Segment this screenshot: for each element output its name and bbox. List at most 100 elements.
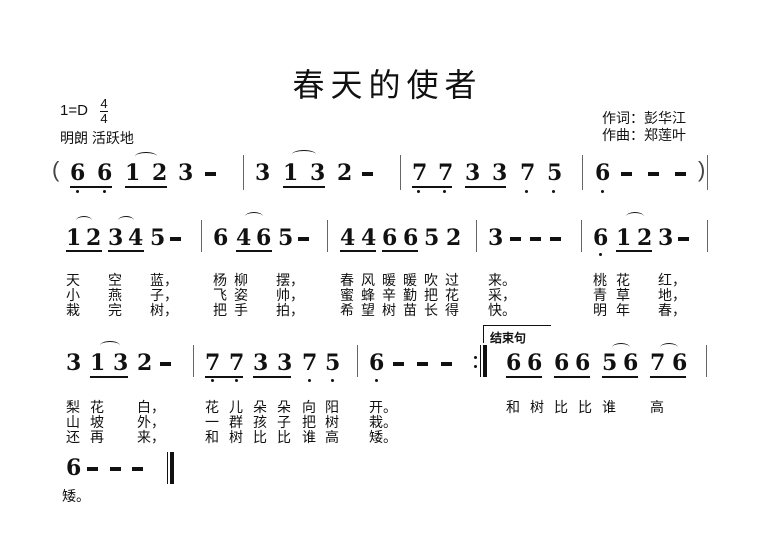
- ending-bracket-top: [483, 325, 551, 326]
- repeat-thin-bar: [480, 345, 481, 377]
- ending-label: 结束句: [490, 331, 527, 345]
- note: 7: [520, 160, 536, 186]
- note: 3: [492, 160, 508, 186]
- note: 3: [66, 350, 82, 376]
- lyricist: 作词：彭华江: [602, 110, 686, 126]
- lyrics-verse-2: 山坡外，一群孩子把树栽。: [66, 415, 397, 431]
- underline: [236, 250, 272, 252]
- note: 6: [672, 350, 688, 376]
- note: 3: [253, 350, 269, 376]
- dash: [417, 362, 428, 366]
- note: 6: [70, 160, 86, 186]
- slur: [100, 341, 120, 350]
- underline: [506, 376, 542, 378]
- note: 7: [412, 160, 428, 186]
- underline: [616, 250, 652, 252]
- note: 5: [424, 225, 440, 251]
- dash: [510, 237, 521, 241]
- close-paren: ): [698, 157, 706, 182]
- underline: [602, 376, 638, 378]
- dash: [362, 172, 373, 176]
- note: 3: [108, 225, 124, 251]
- ending-lyrics: 和树比比谁高: [506, 400, 664, 416]
- dash: [675, 172, 686, 176]
- tempo-marking: 明朗 活跃地: [60, 130, 134, 146]
- underline: [66, 250, 102, 252]
- lyrics-verse-2: 小燕子，飞姿帅，蜜蜂辛勤把花采，青草地，: [66, 288, 686, 304]
- note: 7: [302, 350, 318, 376]
- note: 4: [128, 225, 144, 251]
- low-dot: [601, 190, 604, 193]
- repeat-thick-bar: [483, 345, 487, 377]
- note: 5: [278, 225, 294, 251]
- low-dot: [76, 190, 79, 193]
- low-dot: [525, 190, 528, 193]
- note: 5: [602, 350, 618, 376]
- note: 1: [66, 225, 82, 251]
- credits: 作词：彭华江 作曲：郑莲叶: [602, 110, 686, 144]
- lyrics-verse-1: 梨花白，花儿朵朵向阳开。: [66, 400, 397, 416]
- dash: [132, 467, 143, 471]
- dash: [550, 237, 561, 241]
- low-dot: [103, 190, 106, 193]
- note: 6: [213, 225, 229, 251]
- note: 2: [637, 225, 653, 251]
- fraction-bar: [100, 111, 108, 112]
- bar-line: [707, 155, 708, 190]
- slur: [135, 152, 157, 161]
- lyrics-verse-3: 还再来，和树比比谁高矮。: [66, 430, 397, 446]
- note: 7: [438, 160, 454, 186]
- low-dot: [599, 253, 602, 256]
- note: 2: [137, 350, 153, 376]
- note: 6: [382, 225, 398, 251]
- underline: [340, 250, 376, 252]
- bar-line: [706, 345, 707, 377]
- note: 3: [277, 350, 293, 376]
- bar-line: [581, 220, 582, 252]
- dash: [160, 362, 171, 366]
- underline: [382, 250, 418, 252]
- bar-line: [707, 220, 708, 252]
- final-thick-bar: [170, 452, 174, 484]
- underline: [205, 376, 243, 378]
- dash: [170, 237, 181, 241]
- note: 3: [488, 225, 504, 251]
- song-title: 春天的使者: [292, 66, 483, 104]
- note: 6: [256, 225, 272, 251]
- slur: [612, 343, 630, 352]
- lyrics-verse-1: 天空蓝，杨柳摆，春风暖暖吹过来。桃花红，: [66, 273, 686, 289]
- note: 1: [125, 160, 141, 186]
- open-paren: (: [52, 157, 60, 182]
- final-thin-bar: [167, 452, 168, 484]
- time-signature: 4 4: [100, 96, 108, 125]
- dash: [298, 237, 309, 241]
- dash: [621, 172, 632, 176]
- underline: [108, 250, 144, 252]
- low-dot: [443, 190, 446, 193]
- bar-line: [327, 220, 328, 252]
- bar-line: [357, 345, 358, 377]
- note: 1: [283, 160, 299, 186]
- note: 6: [593, 225, 609, 251]
- note: 4: [361, 225, 377, 251]
- dash: [110, 467, 121, 471]
- note: 3: [310, 160, 326, 186]
- dash: [678, 237, 689, 241]
- note: 7: [229, 350, 245, 376]
- lyrics-final: 矮。: [62, 489, 90, 505]
- repeat-dot: [474, 356, 477, 359]
- underline: [412, 186, 452, 188]
- low-dot: [552, 190, 555, 193]
- note: 2: [152, 160, 168, 186]
- low-dot: [308, 379, 311, 382]
- low-dot: [235, 379, 238, 382]
- time-top: 4: [100, 96, 108, 111]
- note: 2: [337, 160, 353, 186]
- note: 3: [113, 350, 129, 376]
- underline: [650, 376, 686, 378]
- note: 2: [446, 225, 462, 251]
- slur: [292, 150, 316, 159]
- low-dot: [331, 379, 334, 382]
- ending-bracket-side: [483, 325, 484, 343]
- lyrics-verse-3: 栽完树，把手拍，希望树苗长得快。明年春，: [66, 303, 686, 319]
